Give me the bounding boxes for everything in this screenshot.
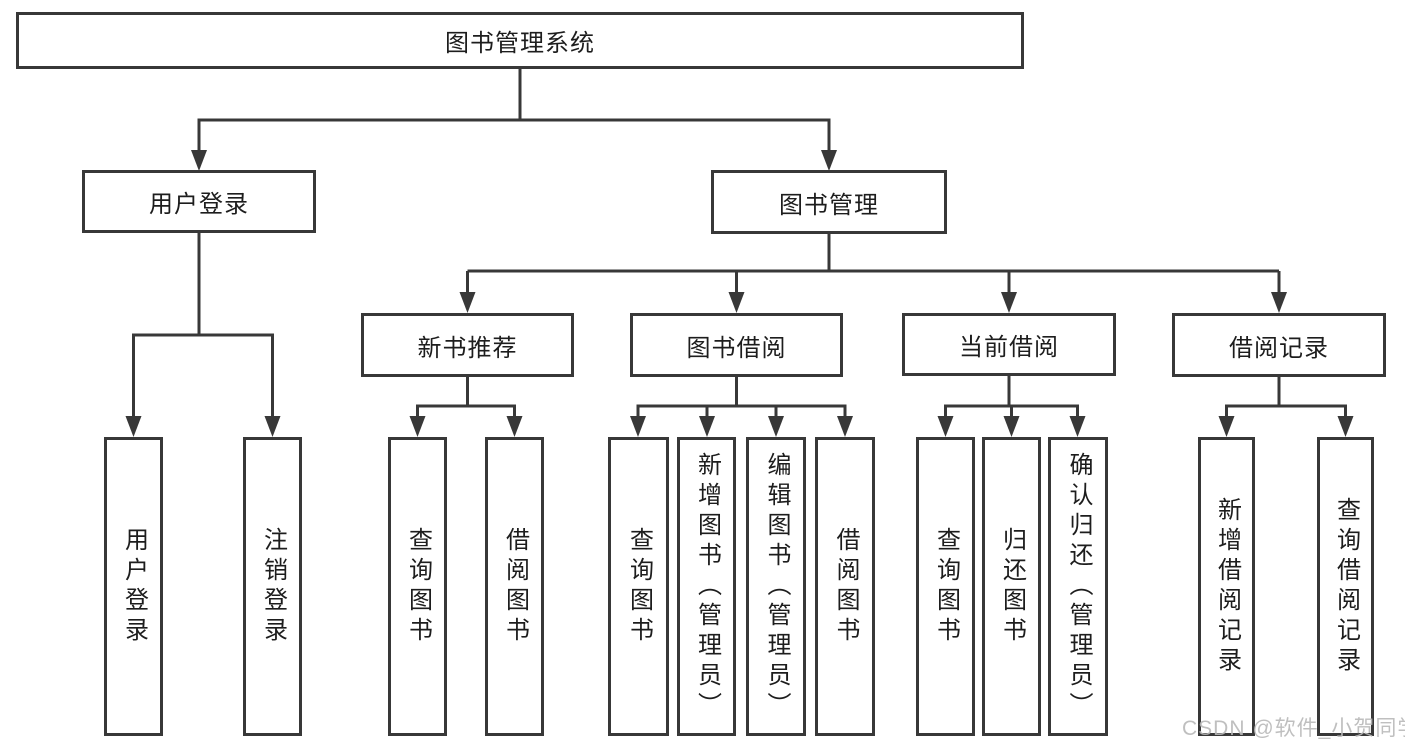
node-current-borrowing: 当前借阅 <box>902 313 1116 376</box>
leaf-recommend-query-book: 查询图书 <box>388 437 447 736</box>
leaf-current-query-book: 查询图书 <box>916 437 975 736</box>
node-book-borrowing: 图书借阅 <box>630 313 843 377</box>
leaf-confirm-return-admin: 确认归还（管理员） <box>1048 437 1108 736</box>
leaf-query-borrow-record: 查询借阅记录 <box>1317 437 1374 736</box>
leaf-user-login: 用户登录 <box>104 437 163 736</box>
arrowheads <box>125 150 1354 437</box>
node-root-system: 图书管理系统 <box>16 12 1024 69</box>
csdn-watermark: CSDN @软件_小贺同学 <box>1182 717 1405 740</box>
leaf-logout: 注销登录 <box>243 437 302 736</box>
node-new-book-recommendation: 新书推荐 <box>361 313 574 377</box>
node-user-login: 用户登录 <box>82 170 316 233</box>
leaf-borrow-query-book: 查询图书 <box>608 437 669 736</box>
leaf-edit-book-admin: 编辑图书（管理员） <box>746 437 806 736</box>
leaf-add-borrow-record: 新增借阅记录 <box>1198 437 1255 736</box>
leaf-borrow-book: 借阅图书 <box>815 437 875 736</box>
leaf-add-book-admin: 新增图书（管理员） <box>677 437 736 736</box>
leaf-recommend-borrow-book: 借阅图书 <box>485 437 544 736</box>
node-borrowing-records: 借阅记录 <box>1172 313 1386 377</box>
leaf-return-book: 归还图书 <box>982 437 1041 736</box>
node-book-management: 图书管理 <box>711 170 947 234</box>
